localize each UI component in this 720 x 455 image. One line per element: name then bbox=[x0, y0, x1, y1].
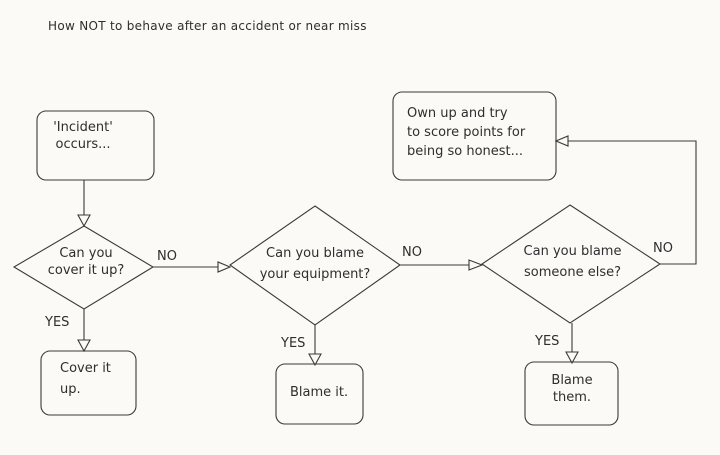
diagram-title: How NOT to behave after an accident or n… bbox=[48, 19, 367, 33]
blame-them-line2: them. bbox=[552, 390, 592, 405]
cover-it-up-label: Cover it up. bbox=[60, 360, 111, 398]
else-question-line2: someone else? bbox=[524, 265, 621, 280]
else-question-line1: Can you blame bbox=[523, 244, 622, 259]
cover-yes-label: YES bbox=[45, 315, 70, 330]
equipment-yes-label: YES bbox=[281, 336, 306, 351]
own-up-line1: Own up and try bbox=[407, 106, 508, 121]
own-up-box bbox=[392, 91, 557, 181]
cover-question-label: Can you cover it up? bbox=[36, 245, 136, 279]
blame-them-box bbox=[524, 361, 619, 426]
arrowhead-cover-yes bbox=[77, 339, 91, 353]
blame-it-label: Blame it. bbox=[290, 385, 349, 400]
blame-it-box bbox=[275, 363, 364, 425]
equipment-question-label: Can you blame your equipment? bbox=[255, 245, 375, 283]
own-up-line3: being so honest... bbox=[407, 144, 524, 159]
else-question-label: Can you blame someone else? bbox=[515, 243, 630, 281]
own-up-label: Own up and try to score points for being… bbox=[407, 104, 525, 161]
arrowhead-cover-no bbox=[217, 261, 232, 273]
blame-them-label: Blame them. bbox=[540, 372, 604, 406]
arrowhead-else-no bbox=[554, 135, 569, 147]
cover-question-line2: cover it up? bbox=[47, 263, 125, 278]
cover-it-up-line1: Cover it bbox=[60, 361, 111, 376]
else-diamond bbox=[481, 204, 662, 324]
else-yes-label: YES bbox=[535, 334, 560, 349]
arrowhead-incident bbox=[77, 214, 91, 228]
incident-line2: occurs... bbox=[55, 137, 111, 152]
cover-it-up-line2: up. bbox=[60, 382, 81, 397]
own-up-line2: to score points for bbox=[407, 125, 526, 140]
cover-it-up-box bbox=[40, 350, 137, 416]
equipment-no-label: NO bbox=[402, 245, 422, 260]
cover-no-label: NO bbox=[157, 249, 177, 264]
incident-box bbox=[36, 110, 155, 181]
arrowhead-equip-yes bbox=[308, 353, 322, 367]
equipment-question-line1: Can you blame bbox=[266, 246, 364, 261]
equipment-question-line2: your equipment? bbox=[259, 267, 371, 282]
incident-line1: 'Incident' bbox=[53, 120, 113, 135]
arrowhead-equip-no bbox=[468, 259, 484, 271]
incident-label: 'Incident' occurs... bbox=[40, 119, 126, 153]
edge-else-no bbox=[567, 140, 697, 265]
cover-question-line1: Can you bbox=[59, 246, 113, 261]
arrowhead-else-yes bbox=[565, 351, 579, 365]
blame-them-line1: Blame bbox=[551, 373, 593, 388]
else-no-label: NO bbox=[653, 241, 673, 256]
